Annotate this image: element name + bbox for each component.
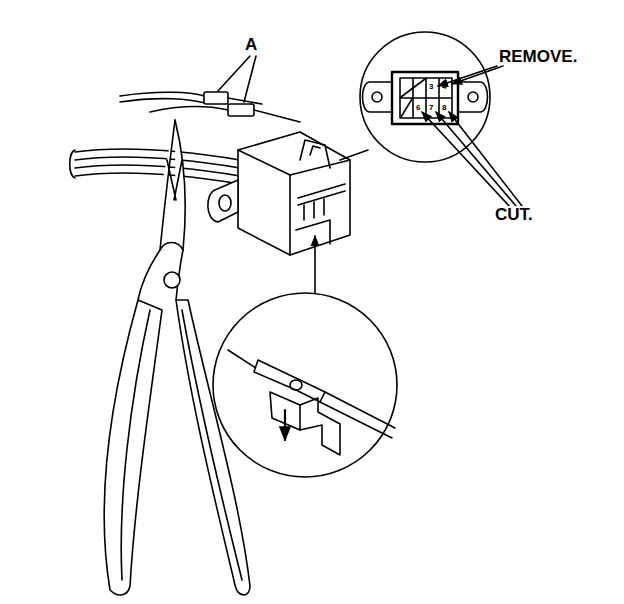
- leader-line: [422, 112, 510, 207]
- pin-number: 8: [442, 104, 446, 112]
- pin-number: 4: [442, 83, 446, 91]
- connector-face-inset: [340, 32, 490, 162]
- pin-number: 3: [429, 83, 433, 91]
- terminal-inset: [213, 236, 397, 477]
- leader-line: [449, 112, 522, 206]
- leader-line: [438, 66, 497, 86]
- part-label: A: [244, 36, 258, 53]
- cut-wires: [120, 92, 300, 122]
- leader-line: [436, 112, 516, 206]
- pin-number: 6: [416, 104, 420, 112]
- connector: [208, 132, 350, 255]
- callout-text: CUT.: [494, 206, 534, 223]
- leader-line: [244, 56, 256, 102]
- leader-line: [452, 66, 503, 84]
- pin-number: 7: [429, 104, 433, 112]
- callout-text: REMOVE.: [498, 48, 578, 65]
- leader-line: [218, 56, 250, 91]
- wire-harness: [70, 149, 240, 184]
